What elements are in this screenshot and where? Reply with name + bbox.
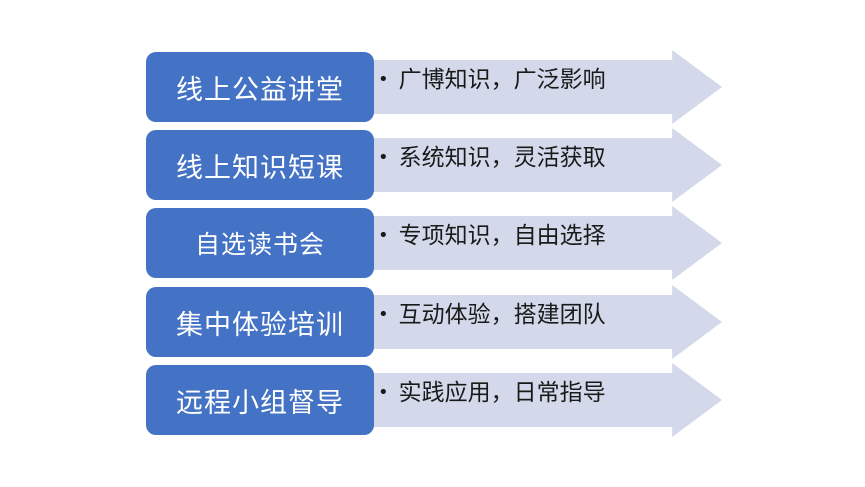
label-text: 线上知识短课 xyxy=(176,152,344,184)
bullet-item: • 系统知识，灵活获取 xyxy=(378,138,606,172)
row-5: 远程小组督导 • 实践应用，日常指导 xyxy=(146,363,722,437)
label-text: 集中体验培训 xyxy=(176,309,344,341)
bullet-text: 实践应用，日常指导 xyxy=(398,380,606,406)
label-box: 线上公益讲堂 xyxy=(146,52,374,122)
bullet-dot-icon: • xyxy=(378,225,389,246)
bullet-text: 互动体验，搭建团队 xyxy=(398,302,606,328)
bullet-item: • 互动体验，搭建团队 xyxy=(378,295,606,329)
label-text: 自选读书会 xyxy=(194,230,325,259)
label-text: 线上公益讲堂 xyxy=(176,74,344,106)
label-box: 线上知识短课 xyxy=(146,130,374,200)
row-2: 线上知识短课 • 系统知识，灵活获取 xyxy=(146,128,722,202)
row-3: 自选读书会 • 专项知识，自由选择 xyxy=(146,206,722,280)
label-text: 远程小组督导 xyxy=(176,387,344,419)
label-box: 集中体验培训 xyxy=(146,287,374,357)
bullet-dot-icon: • xyxy=(378,147,389,168)
label-box: 远程小组督导 xyxy=(146,365,374,435)
bullet-dot-icon: • xyxy=(378,304,389,325)
bullet-text: 系统知识，灵活获取 xyxy=(398,145,606,171)
bullet-item: • 专项知识，自由选择 xyxy=(378,216,606,250)
bullet-dot-icon: • xyxy=(378,69,389,90)
bullet-text: 广博知识，广泛影响 xyxy=(398,67,606,93)
bullet-item: • 实践应用，日常指导 xyxy=(378,373,606,407)
row-4: 集中体验培训 • 互动体验，搭建团队 xyxy=(146,285,722,359)
bullet-item: • 广博知识，广泛影响 xyxy=(378,60,606,94)
bullet-dot-icon: • xyxy=(378,382,389,403)
row-1: 线上公益讲堂 • 广博知识，广泛影响 xyxy=(146,50,722,124)
label-box: 自选读书会 xyxy=(146,208,374,278)
bullet-text: 专项知识，自由选择 xyxy=(398,223,606,249)
